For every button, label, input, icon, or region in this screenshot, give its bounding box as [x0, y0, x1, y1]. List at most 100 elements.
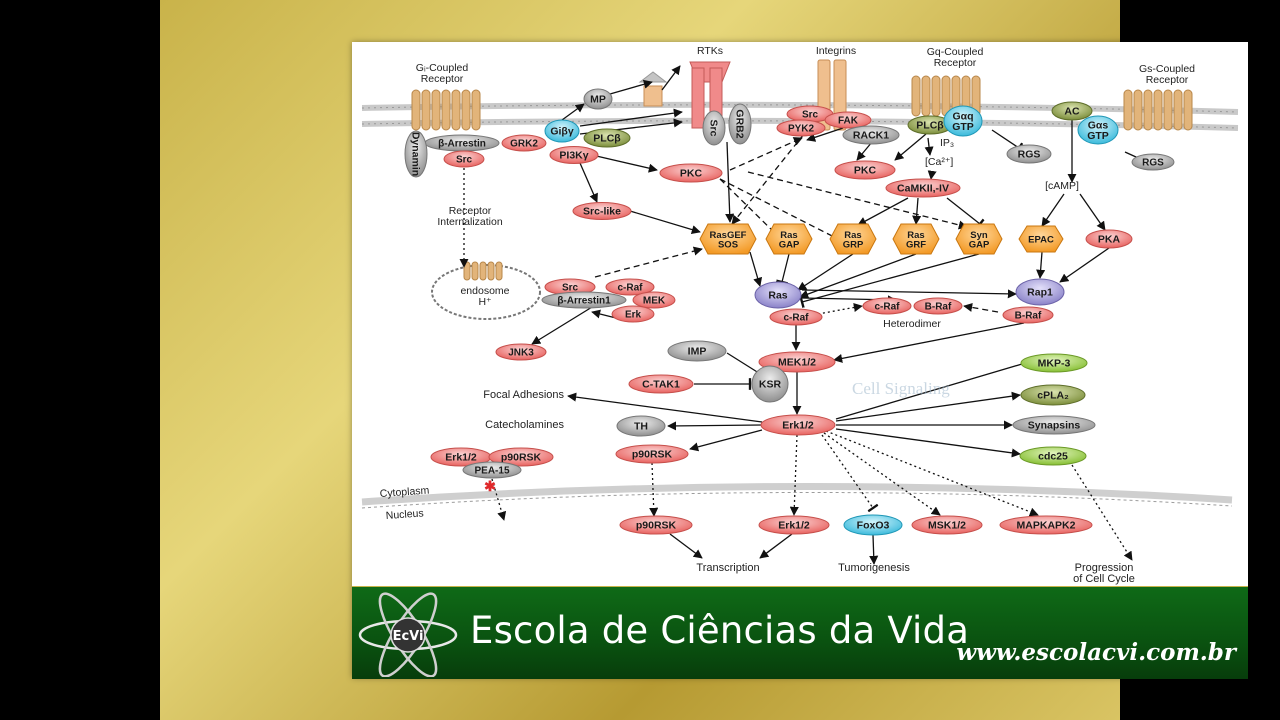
edge	[912, 197, 922, 225]
edge	[725, 141, 735, 223]
node-pyk2: PYK2	[776, 119, 826, 137]
label-heterodimer: Heterodimer	[883, 318, 941, 330]
edges	[459, 65, 1151, 565]
edge	[801, 289, 1017, 299]
edge	[661, 65, 681, 91]
edge	[609, 79, 653, 95]
edge	[579, 108, 683, 127]
node-label: c-Raf	[783, 313, 809, 324]
node-ksr: KSR	[751, 365, 789, 403]
edge	[749, 251, 763, 287]
label-cytoplasm: Cytoplasm	[379, 485, 430, 500]
node-label: Src	[456, 155, 473, 166]
edge	[531, 303, 598, 345]
edge	[924, 137, 934, 156]
edge	[719, 178, 841, 241]
node-fak: FAK	[824, 111, 872, 129]
node-label: cPLA₂	[1037, 390, 1069, 402]
edge	[833, 322, 1025, 363]
node-braf1: B-Raf	[913, 297, 963, 315]
edge	[567, 392, 763, 423]
node-label: Src	[802, 110, 819, 121]
edge	[667, 421, 762, 431]
edge	[869, 534, 879, 565]
node-label: cdc25	[1038, 451, 1068, 463]
node-mapkapk2: MAPKAPK2	[999, 515, 1093, 535]
edge	[963, 302, 999, 313]
output-focal-adhesions: Focal Adhesions	[483, 389, 564, 401]
edge	[1036, 251, 1046, 279]
edge	[731, 133, 805, 225]
edge	[894, 133, 927, 161]
edge	[856, 141, 873, 161]
label-ca: [Ca²⁺]	[925, 156, 953, 168]
node-pi3k: PI3Kγ	[549, 146, 599, 164]
edge	[594, 246, 703, 278]
node-label: RGS	[1018, 149, 1041, 161]
node-erk12: Erk1/2	[760, 414, 836, 436]
node-label: PKC	[854, 165, 877, 177]
node-braf2: B-Raf	[1002, 306, 1054, 324]
edge	[835, 391, 1021, 422]
node-label: PKA	[1098, 234, 1121, 246]
node-label: GRK2	[510, 139, 538, 150]
edge	[561, 103, 585, 121]
node-grb2: GRB2	[728, 103, 752, 145]
node-label: EPAC	[1028, 235, 1054, 246]
edge	[835, 428, 1021, 458]
node-label: GRB2	[734, 109, 746, 138]
node-label: β-Arrestin	[438, 139, 486, 150]
node-arrestin: β-Arrestin	[424, 134, 500, 152]
node-epac: EPAC	[1018, 225, 1064, 253]
edge	[649, 462, 659, 517]
edge	[823, 432, 941, 516]
website-url[interactable]: www.escolacvi.com.br	[956, 639, 1236, 666]
node-pkc1: PKC	[659, 163, 723, 183]
node-erk12b: Erk1/2	[430, 447, 492, 467]
node-synapsins: Synapsins	[1012, 415, 1096, 435]
edge	[669, 533, 703, 559]
node-label: FAK	[838, 116, 859, 127]
node-label: IMP	[688, 346, 707, 358]
gs-receptor	[1123, 89, 1193, 131]
node-camk: CaMKII,-IV	[885, 178, 961, 198]
edge	[991, 129, 1024, 154]
school-name: Escola de Ciências da Vida	[470, 609, 970, 652]
edge	[946, 197, 985, 230]
output-tumorigenesis: Tumorigenesis	[838, 562, 910, 574]
node-foxo3: FoxO3	[843, 514, 903, 536]
label-camp: [cAMP]	[1045, 180, 1079, 192]
node-craf1: c-Raf	[605, 278, 655, 296]
label-integrins: Integrins	[816, 45, 856, 57]
node-ac: AC	[1051, 101, 1093, 121]
node-label: C-TAK1	[642, 379, 680, 391]
node-src1: Src	[443, 150, 485, 168]
node-p90rsk_a: p90RSK	[488, 447, 554, 467]
node-plcb1: PLCβ	[583, 128, 631, 148]
node-label: Erk1/2	[782, 420, 814, 432]
endosome-receptor	[463, 261, 503, 281]
logo-text: EcVi	[393, 629, 424, 644]
node-craf2: c-Raf	[769, 308, 823, 326]
node-label: Src	[708, 120, 720, 137]
node-label: p90RSK	[632, 449, 673, 461]
node-label: p90RSK	[501, 452, 542, 464]
node-pea15: PEA-15	[462, 461, 522, 479]
edge	[1079, 193, 1106, 231]
node-ctak1: C-TAK1	[628, 374, 694, 394]
node-erk12n: Erk1/2	[758, 515, 830, 535]
